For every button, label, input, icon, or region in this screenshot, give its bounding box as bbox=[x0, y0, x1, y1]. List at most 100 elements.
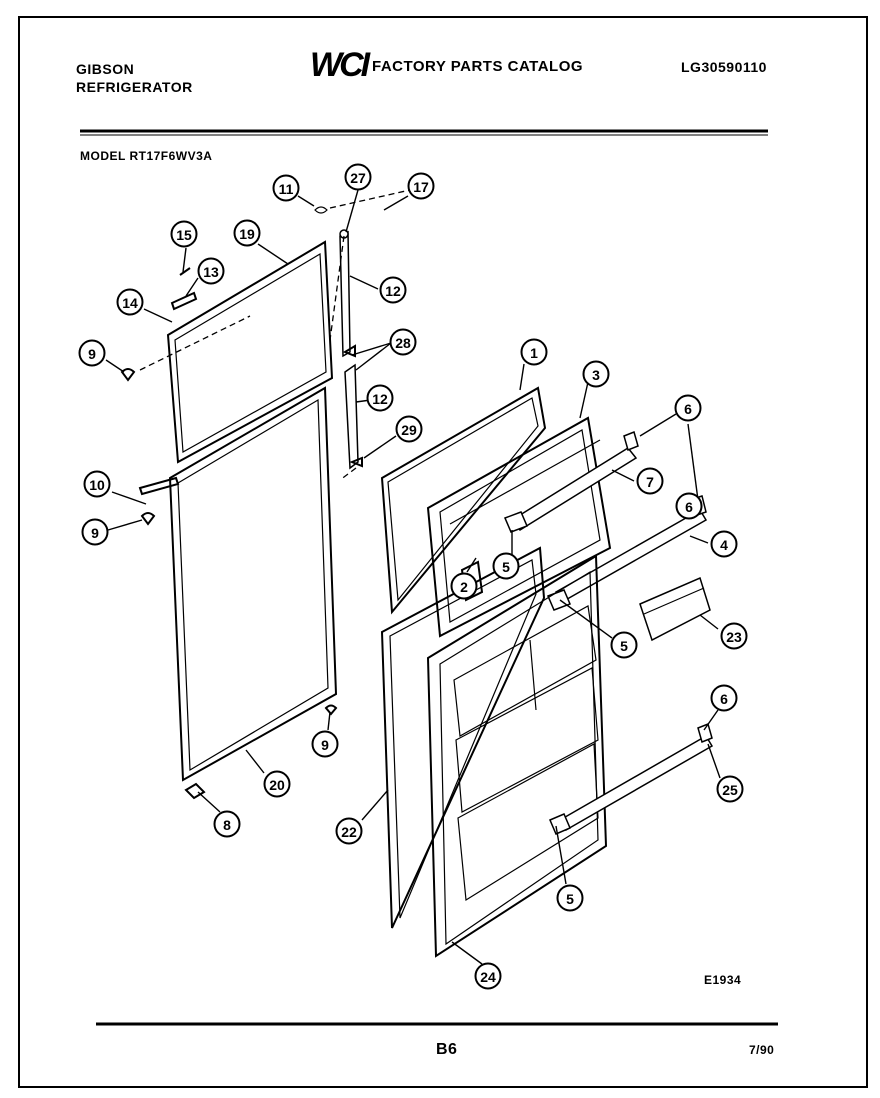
leader-lines bbox=[105, 189, 721, 965]
callout-circle bbox=[395, 415, 423, 443]
top-hinge-parts bbox=[120, 189, 411, 382]
callout-number: 29 bbox=[401, 422, 417, 438]
callout-number: 2 bbox=[460, 579, 468, 595]
callout-circle bbox=[213, 810, 241, 838]
wci-logo-text: WCI bbox=[310, 46, 372, 82]
callout-number: 28 bbox=[395, 335, 411, 351]
callout-circle bbox=[710, 530, 738, 558]
butter-compartment-door bbox=[639, 576, 711, 642]
callout-number: 23 bbox=[726, 629, 742, 645]
callout-7: 7 bbox=[636, 467, 664, 495]
callout-28: 28 bbox=[389, 328, 417, 356]
revision-date: 7/90 bbox=[749, 1043, 775, 1057]
callout-number: 15 bbox=[176, 227, 192, 243]
callout-number: 17 bbox=[413, 179, 429, 195]
callout-8: 8 bbox=[213, 810, 241, 838]
callout-number: 9 bbox=[88, 346, 96, 362]
freezer-door-gasket bbox=[166, 240, 334, 464]
bottom-hinge-parts bbox=[138, 476, 338, 800]
callout-circle bbox=[263, 770, 291, 798]
callout-circle bbox=[379, 276, 407, 304]
callout-20: 20 bbox=[263, 770, 291, 798]
callout-15: 15 bbox=[170, 220, 198, 248]
callout-4: 4 bbox=[710, 530, 738, 558]
callout-14: 14 bbox=[116, 288, 144, 316]
callout-1: 1 bbox=[520, 338, 548, 366]
callout-number: 7 bbox=[646, 474, 654, 490]
callout-number: 5 bbox=[566, 891, 574, 907]
callout-number: 14 bbox=[122, 295, 138, 311]
callout-circle bbox=[556, 884, 584, 912]
model-label: MODEL RT17F6WV3A bbox=[80, 149, 213, 163]
callout-17: 17 bbox=[407, 172, 435, 200]
callout-number: 6 bbox=[684, 401, 692, 417]
callout-circle bbox=[366, 384, 394, 412]
callout-circle bbox=[636, 467, 664, 495]
brand-name: GIBSON bbox=[76, 61, 135, 77]
page-number: B6 bbox=[436, 1041, 458, 1058]
fresh-food-door-gasket bbox=[168, 386, 338, 782]
callout-9: 9 bbox=[78, 339, 106, 367]
callout-circle bbox=[78, 339, 106, 367]
callout-number: 6 bbox=[720, 691, 728, 707]
callout-circle bbox=[170, 220, 198, 248]
callout-circle bbox=[582, 360, 610, 388]
callout-number: 27 bbox=[350, 170, 366, 186]
callout-6: 6 bbox=[674, 394, 702, 422]
callout-2: 2 bbox=[450, 572, 478, 600]
callout-9: 9 bbox=[81, 518, 109, 546]
callout-9: 9 bbox=[311, 730, 339, 758]
callout-circle bbox=[272, 174, 300, 202]
callout-6: 6 bbox=[675, 492, 703, 520]
callout-circle bbox=[450, 572, 478, 600]
callout-number: 9 bbox=[91, 525, 99, 541]
callout-number: 12 bbox=[385, 283, 401, 299]
callout-13: 13 bbox=[197, 257, 225, 285]
callout-circle bbox=[389, 328, 417, 356]
callout-27: 27 bbox=[344, 163, 372, 191]
callout-12: 12 bbox=[366, 384, 394, 412]
callout-number: 19 bbox=[239, 226, 255, 242]
callout-number: 25 bbox=[722, 782, 738, 798]
callout-25: 25 bbox=[716, 775, 744, 803]
freezer-shelf bbox=[504, 430, 639, 533]
callout-circle bbox=[610, 631, 638, 659]
callout-circle bbox=[492, 552, 520, 580]
callout-5: 5 bbox=[492, 552, 520, 580]
callout-number: 8 bbox=[223, 817, 231, 833]
callout-number: 20 bbox=[269, 777, 285, 793]
fresh-food-door-liner bbox=[426, 554, 608, 958]
callout-circle bbox=[710, 684, 738, 712]
callout-number: 13 bbox=[203, 264, 219, 280]
callout-circle bbox=[116, 288, 144, 316]
callout-number: 9 bbox=[321, 737, 329, 753]
callout-circle bbox=[407, 172, 435, 200]
freezer-door-liner-gasket bbox=[380, 386, 547, 615]
callout-circle bbox=[233, 219, 261, 247]
figure-id: E1934 bbox=[704, 973, 742, 987]
callout-29: 29 bbox=[395, 415, 423, 443]
lower-door-shelf bbox=[549, 722, 714, 835]
callout-number: 4 bbox=[720, 537, 728, 553]
catalog-title: FACTORY PARTS CATALOG bbox=[372, 58, 584, 75]
callout-12: 12 bbox=[379, 276, 407, 304]
wci-logo: WCI bbox=[310, 46, 372, 82]
callout-5: 5 bbox=[610, 631, 638, 659]
callout-circle bbox=[197, 257, 225, 285]
callout-circle bbox=[720, 622, 748, 650]
callout-circle bbox=[474, 962, 502, 990]
callout-circle bbox=[344, 163, 372, 191]
callout-number: 12 bbox=[372, 391, 388, 407]
callout-number: 5 bbox=[620, 638, 628, 654]
brand-block: GIBSON REFRIGERATOR bbox=[76, 60, 193, 96]
callout-11: 11 bbox=[272, 174, 300, 202]
fresh-food-handle bbox=[339, 344, 363, 481]
callout-number: 22 bbox=[341, 824, 357, 840]
callout-circle bbox=[675, 492, 703, 520]
callout-circle bbox=[83, 470, 111, 498]
callout-number: 24 bbox=[480, 969, 496, 985]
callout-number: 6 bbox=[685, 499, 693, 515]
